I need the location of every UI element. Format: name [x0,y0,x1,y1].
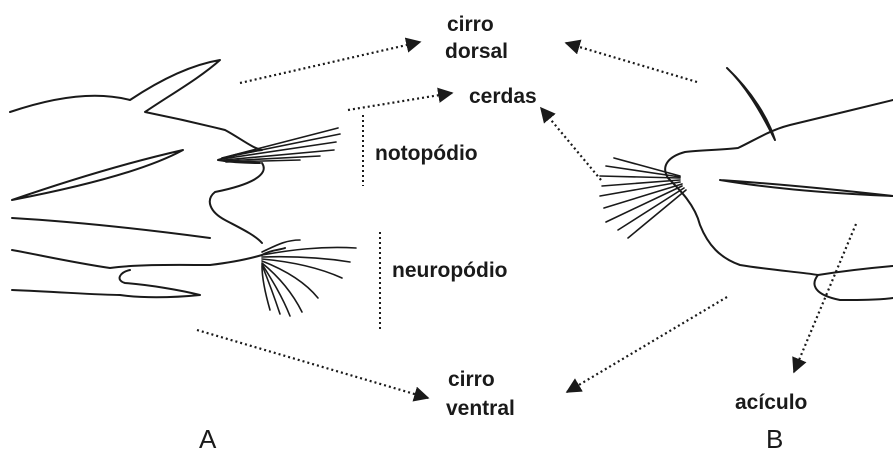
label-neuropodio: neuropódio [392,259,507,282]
parapodium-b-drawing [600,68,893,300]
label-cirro-dorsal-line2: dorsal [445,40,508,63]
parapodium-a-drawing [10,60,356,316]
arrow-a-to-cirro-dorsal [240,42,420,83]
chaetae-b [600,158,686,238]
label-cirro-dorsal-line1: cirro [447,13,494,36]
panel-label-a: A [199,424,217,453]
label-aciculo: acículo [735,391,807,414]
notopodium-chaetae-a [222,128,340,162]
arrow-a-to-cerdas [348,93,452,110]
arrow-b-to-cirro-dorsal [566,43,697,82]
arrow-a-to-cirro-ventral [197,330,428,398]
label-cerdas: cerdas [469,85,537,108]
panel-label-b: B [766,424,783,453]
arrow-b-to-cirro-ventral [567,297,727,392]
label-notopodio: notopódio [375,142,478,165]
label-cirro-ventral-line2: ventral [446,397,515,420]
arrow-b-to-cerdas [541,108,601,180]
arrow-b-to-aciculo [794,224,856,372]
neuropodium-chaetae-a [262,240,356,316]
label-cirro-ventral-line1: cirro [448,368,495,391]
